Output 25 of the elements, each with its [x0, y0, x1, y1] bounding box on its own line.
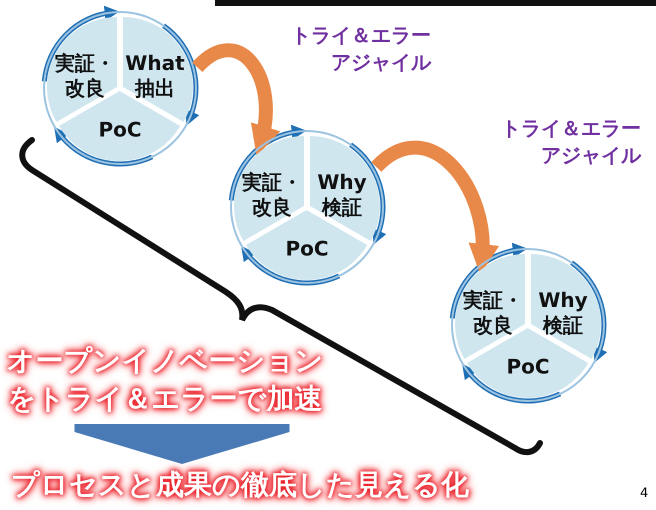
segment-label: PoC [97, 118, 143, 142]
segment-label: 実証・改良 [462, 288, 524, 338]
cycle-arrow [462, 364, 561, 404]
curved-arrow [192, 43, 280, 156]
page-number: 4 [640, 486, 648, 501]
glowing-heading: プロセスと成果の徹底した見える化 [0, 466, 480, 504]
glowing-heading: オープンイノベーションをトライ＆エラーで加速 [0, 342, 330, 418]
chevron-arrow [74, 424, 290, 464]
cycle-arrow [570, 260, 608, 363]
cycle-arrow [228, 125, 306, 201]
segment-label: 実証・改良 [54, 51, 116, 101]
segment-label: Why 検証 [316, 170, 368, 220]
segment-label: 実証・改良 [240, 170, 303, 220]
cycle-arrow [162, 24, 200, 126]
segment-label: PoC [284, 236, 330, 262]
cycle-arrow [54, 126, 153, 166]
cycle-arrow [42, 6, 120, 82]
cycle-arrow [240, 246, 340, 286]
segment-label: Why 検証 [537, 288, 589, 338]
segment-label: PoC [505, 354, 551, 380]
edge-label: トライ＆エラーアジャイル [290, 22, 431, 76]
cycle-arrow [349, 142, 386, 245]
segment-label: What 抽出 [124, 51, 186, 101]
edge-label: トライ＆エラーアジャイル [500, 115, 641, 169]
cycle-arrow [450, 243, 528, 319]
